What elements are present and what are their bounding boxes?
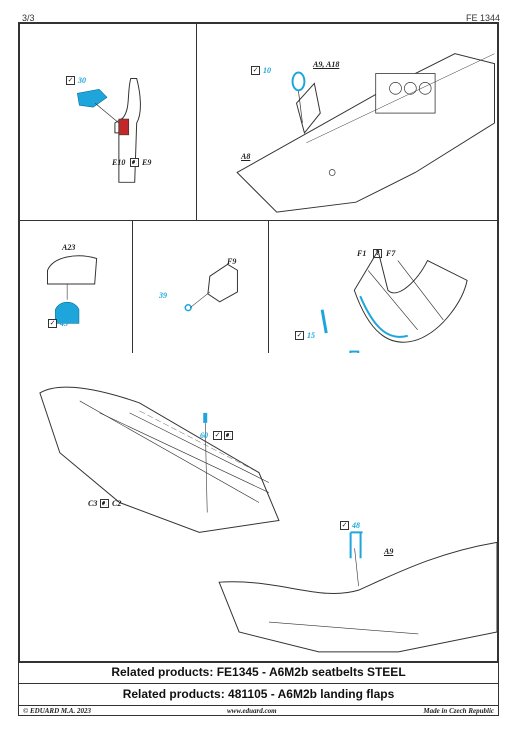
ref-label: F1: [357, 249, 367, 258]
ref-label: E10: [112, 158, 126, 167]
related-products-2: Related products: 481105 - A6M2b landing…: [19, 683, 498, 705]
panel-headrest: A23 43: [19, 220, 133, 354]
ref-label: F9: [227, 257, 237, 266]
moon-icon: [224, 431, 233, 440]
ref-label: A8: [241, 152, 251, 161]
check-mark: [48, 319, 57, 328]
check-mark: [251, 66, 260, 75]
ref-label: C2: [112, 499, 122, 508]
panel-cockpit: 10 A9, A18 A8: [196, 23, 498, 221]
check-mark: [295, 331, 304, 340]
ref-label: A9: [384, 547, 394, 556]
ref-label: C3: [88, 499, 98, 508]
footer: © EDUARD M.A. 2023 www.eduard.com Made i…: [19, 705, 498, 717]
part-label: 10: [263, 66, 271, 75]
cockpit-illustration: [236, 53, 495, 213]
headrest-illustration: [47, 255, 98, 324]
seat-illustration: [77, 78, 141, 183]
related-products-1: Related products: FE1345 - A6M2b seatbel…: [19, 661, 498, 683]
lever-illustration: [184, 263, 238, 312]
set-code: FE 1344: [465, 13, 500, 23]
copyright: © EDUARD M.A. 2023: [23, 707, 92, 715]
panel-lever: F9 39: [132, 220, 269, 354]
ref-label: E9: [142, 158, 152, 167]
wing-illustration: [39, 386, 497, 653]
panel-seat: 30 E10 E9: [19, 23, 197, 221]
ref-label: A23: [62, 243, 76, 252]
ref-label: F7: [386, 249, 396, 258]
part-label: 39: [159, 291, 167, 300]
part-label: 15: [307, 331, 315, 340]
part-label: 43: [60, 319, 68, 328]
question-box: ?: [373, 249, 382, 258]
moon-icon: [100, 499, 109, 508]
moon-icon: [130, 158, 139, 167]
origin: Made in Czech Republic: [423, 707, 494, 715]
ref-label: A9, A18: [313, 60, 340, 69]
check-mark: [213, 431, 222, 440]
part-label: 48: [352, 521, 360, 530]
website: www.eduard.com: [227, 707, 277, 715]
part-label: 60: [200, 431, 208, 440]
instruction-sheet: 30 E10 E9 10 A9, A18 A8 A23: [18, 22, 499, 716]
part-label: 30: [78, 76, 86, 85]
page-number: 3/3: [22, 13, 35, 23]
check-mark: [66, 76, 75, 85]
check-mark: [340, 521, 349, 530]
panel-wing: 60 C3 C2 48 A9: [19, 353, 498, 663]
